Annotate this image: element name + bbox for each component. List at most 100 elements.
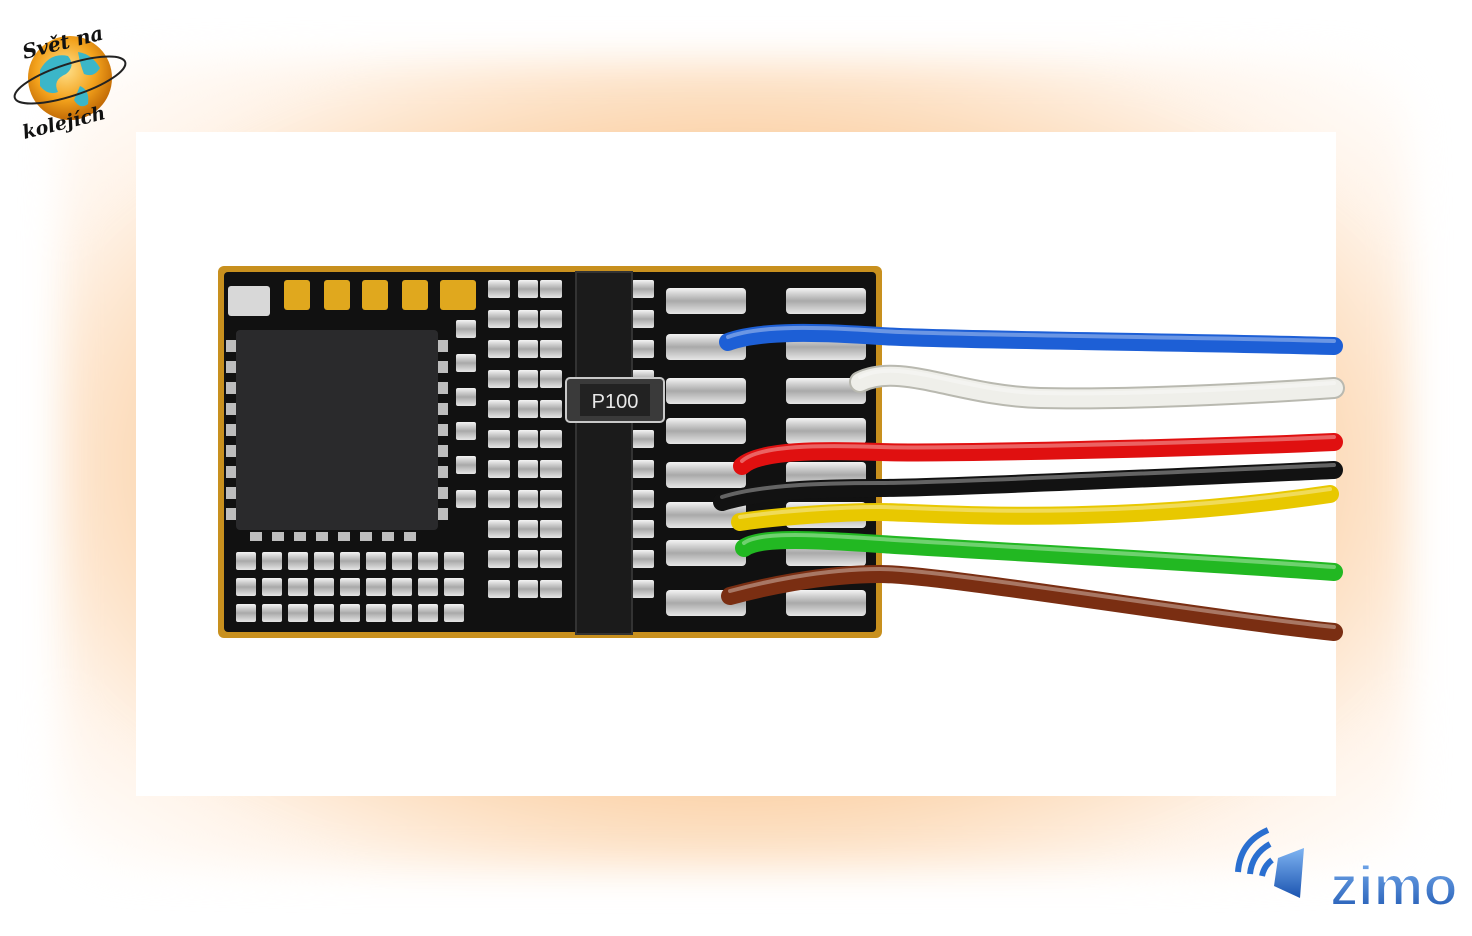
smd-part	[488, 370, 510, 388]
smd-part	[236, 552, 256, 570]
chip-pin	[316, 532, 328, 541]
chip-pin	[226, 403, 236, 415]
smd-part	[366, 604, 386, 622]
smd-part	[540, 400, 562, 418]
solder-pad	[786, 418, 866, 444]
smd-part	[632, 520, 654, 538]
smd-part	[518, 400, 538, 418]
smd-part	[540, 340, 562, 358]
smd-part	[456, 490, 476, 508]
svet-na-kolejich-logo: Svět na kolejích	[13, 21, 127, 144]
solder-pad	[666, 540, 746, 566]
smd-part	[518, 310, 538, 328]
smd-part	[518, 280, 538, 298]
smd-part	[314, 552, 334, 570]
wire-white	[851, 366, 1343, 408]
chip-pin	[438, 382, 448, 394]
chip-pin	[226, 508, 236, 520]
smd-part	[632, 550, 654, 568]
smd-part	[314, 604, 334, 622]
smd-part	[340, 578, 360, 596]
smd-part	[262, 578, 282, 596]
smd-part	[418, 578, 438, 596]
gold-pad	[440, 280, 476, 310]
smd-part	[236, 604, 256, 622]
smd-part	[456, 354, 476, 372]
gold-pad	[324, 280, 350, 310]
solder-pad	[666, 288, 746, 314]
smd-part	[632, 430, 654, 448]
smd-part	[632, 490, 654, 508]
smd-part	[288, 604, 308, 622]
solder-pad	[786, 590, 866, 616]
smd-part	[444, 578, 464, 596]
smd-part	[456, 422, 476, 440]
solder-pad	[666, 418, 746, 444]
smd-part	[518, 370, 538, 388]
chip-pin	[226, 340, 236, 352]
chip-pin	[438, 466, 448, 478]
smd-part	[488, 310, 510, 328]
chip-pin	[438, 424, 448, 436]
smd-part	[488, 430, 510, 448]
smd-part	[518, 550, 538, 568]
smd-part	[314, 578, 334, 596]
wire-green	[735, 531, 1343, 581]
solder-pad	[666, 462, 746, 488]
globe-icon	[28, 36, 112, 120]
smd-part	[444, 552, 464, 570]
smd-part	[540, 490, 562, 508]
wire-brown	[721, 564, 1343, 641]
chip-pin	[226, 445, 236, 457]
chip-pin	[382, 532, 394, 541]
chip-pin	[404, 532, 416, 541]
smd-part	[488, 550, 510, 568]
smd-part	[488, 460, 510, 478]
smd-part	[340, 552, 360, 570]
smd-part	[456, 388, 476, 406]
smd-part	[488, 520, 510, 538]
smd-part	[288, 578, 308, 596]
smd-part	[418, 552, 438, 570]
smd-part	[366, 552, 386, 570]
smd-components	[236, 280, 654, 622]
smd-part	[340, 604, 360, 622]
resistor-marking: P100	[592, 391, 639, 413]
smd-part	[518, 580, 538, 598]
smd-part	[456, 320, 476, 338]
smd-part	[540, 280, 562, 298]
chip-pin	[360, 532, 372, 541]
smd-part	[366, 578, 386, 596]
chip-pin	[438, 508, 448, 520]
signal-icon	[1235, 827, 1270, 873]
zimo-text: zimo	[1330, 854, 1458, 917]
chip-pin	[338, 532, 350, 541]
chip-pins	[226, 340, 448, 541]
smd-part	[488, 400, 510, 418]
smd-part	[632, 460, 654, 478]
chip-pin	[250, 532, 262, 541]
driver-chip-strip	[575, 271, 633, 635]
chip-pin	[438, 487, 448, 499]
smd-part	[518, 460, 538, 478]
gold-pad	[402, 280, 428, 310]
smd-part	[392, 604, 412, 622]
gold-pad	[362, 280, 388, 310]
solder-pad	[786, 288, 866, 314]
speaker-icon	[1274, 848, 1304, 898]
smd-part	[418, 604, 438, 622]
smd-part	[632, 310, 654, 328]
smd-part	[444, 604, 464, 622]
gold-pads	[228, 280, 476, 316]
smd-part	[288, 552, 308, 570]
smd-part	[392, 552, 412, 570]
zimo-logo: zimo	[1235, 827, 1459, 918]
smd-part	[518, 490, 538, 508]
chip-pin	[438, 403, 448, 415]
smd-part	[540, 460, 562, 478]
chip-pin	[438, 340, 448, 352]
smd-part	[262, 604, 282, 622]
chip-pin	[294, 532, 306, 541]
gold-pad	[228, 286, 270, 316]
wire-red	[733, 433, 1343, 475]
